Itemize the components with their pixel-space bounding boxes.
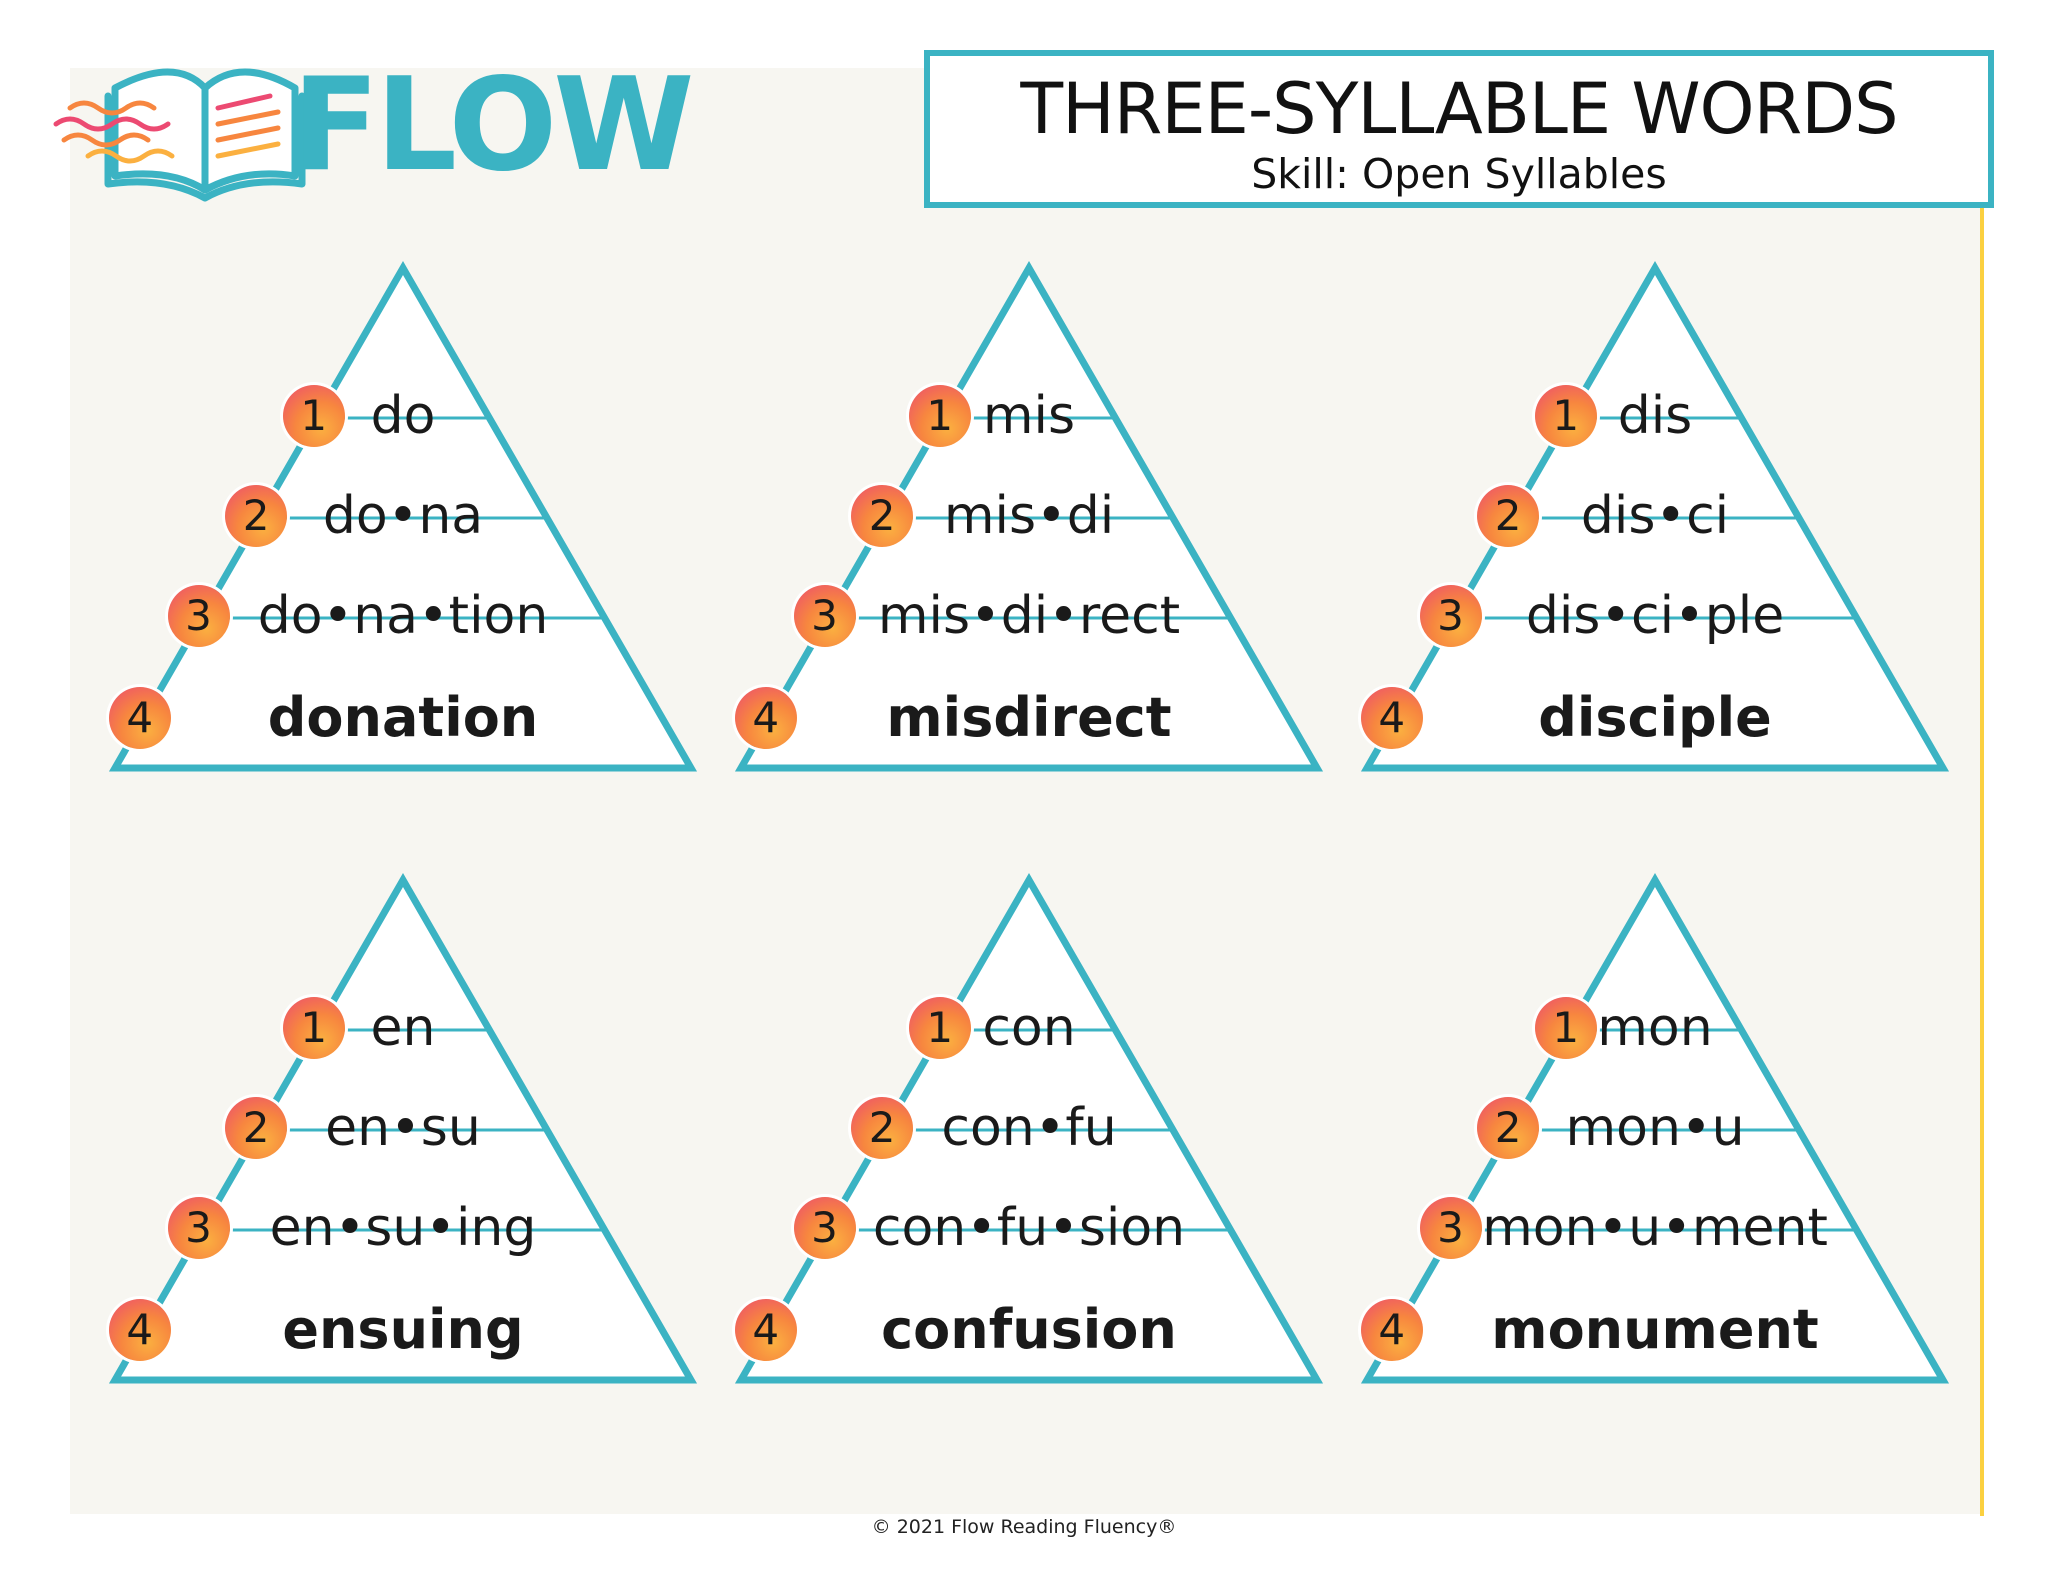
step-number-badge: 3	[167, 585, 230, 647]
pyramid-syllable-row: en•su	[325, 1098, 481, 1158]
step-number-badge: 2	[225, 1097, 288, 1159]
pyramid-whole-word: disciple	[1538, 686, 1772, 749]
step-number-badge: 1	[282, 385, 345, 447]
step-number-badge: 1	[1534, 385, 1597, 447]
pyramid-syllable-row: dis•ci	[1580, 486, 1730, 546]
pyramid-syllable-row: en	[370, 998, 436, 1058]
step-number-badge: 3	[1419, 585, 1482, 647]
step-number-badge: 3	[167, 1197, 230, 1259]
pyramid-syllable-row: mon•u•ment	[1482, 1198, 1828, 1258]
copyright-notice: © 2021 Flow Reading Fluency®	[861, 1516, 1187, 1539]
step-number-badge: 2	[851, 485, 914, 547]
step-number-badge: 2	[851, 1097, 914, 1159]
step-number-badge: 4	[734, 687, 797, 749]
pyramid-syllable-row: do•na•tion	[257, 586, 549, 646]
pyramid-syllable-row: do	[370, 386, 436, 446]
step-number-badge: 4	[734, 1299, 797, 1361]
pyramid-whole-word: misdirect	[886, 686, 1172, 749]
title-box: THREE-SYLLABLE WORDS Skill: Open Syllabl…	[924, 50, 1994, 208]
pyramid-whole-word: monument	[1491, 1298, 1819, 1361]
pyramid-layer	[108, 260, 1950, 1384]
step-number-badge: 1	[282, 997, 345, 1059]
pyramid-syllable-row: mon•u	[1565, 1098, 1745, 1158]
step-number-badge: 4	[108, 1299, 171, 1361]
step-number-badge: 3	[1419, 1197, 1482, 1259]
open-book-icon	[53, 68, 306, 202]
step-number-badge: 1	[908, 997, 971, 1059]
pyramid-syllable-row: mon	[1597, 998, 1713, 1058]
pyramid-syllable-row: dis•ci•ple	[1525, 586, 1785, 646]
pyramid-whole-word: ensuing	[282, 1298, 524, 1361]
pyramid-syllable-row: mis•di	[943, 486, 1115, 546]
step-number-badge: 2	[1477, 485, 1540, 547]
pyramid-whole-word: donation	[267, 686, 539, 749]
pyramid-confusion	[734, 872, 1324, 1384]
step-number-badge: 1	[908, 385, 971, 447]
pyramid-syllable-row: mis	[982, 386, 1076, 446]
pyramid-syllable-row: con•fu•sion	[872, 1198, 1186, 1258]
pyramid-whole-word: confusion	[881, 1298, 1177, 1361]
step-number-badge: 2	[1477, 1097, 1540, 1159]
step-number-badge: 4	[1360, 1299, 1423, 1361]
step-number-badge: 2	[225, 485, 288, 547]
step-number-badge: 3	[793, 1197, 856, 1259]
page-subtitle: Skill: Open Syllables	[1251, 150, 1667, 198]
step-number-badge: 4	[108, 687, 171, 749]
brand-logo-text: FLOW	[292, 51, 694, 200]
pyramid-syllable-row: con•fu	[941, 1098, 1117, 1158]
pyramid-syllable-row: dis	[1617, 386, 1693, 446]
pyramid-syllable-row: con	[982, 998, 1076, 1058]
page-title: THREE-SYLLABLE WORDS	[1020, 68, 1898, 150]
step-number-badge: 4	[1360, 687, 1423, 749]
pyramid-syllable-row: en•su•ing	[269, 1198, 537, 1258]
pyramid-syllable-row: mis•di•rect	[877, 586, 1181, 646]
pyramid-syllable-row: do•na	[322, 486, 484, 546]
step-number-badge: 1	[1534, 997, 1597, 1059]
step-number-badge: 3	[793, 585, 856, 647]
